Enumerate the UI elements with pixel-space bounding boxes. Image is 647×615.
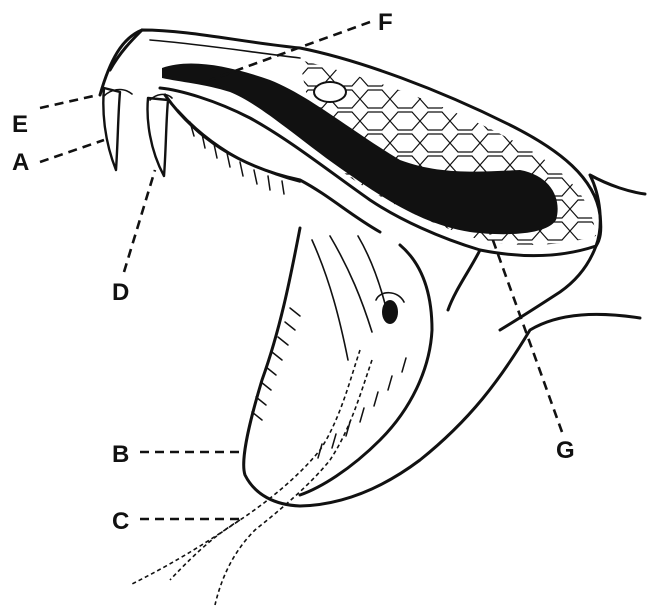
label-f: F bbox=[378, 9, 393, 36]
glottis bbox=[382, 300, 398, 324]
label-d: D bbox=[112, 279, 129, 306]
label-g: G bbox=[556, 437, 575, 464]
lower-jaw bbox=[244, 228, 640, 506]
leader-g bbox=[490, 232, 562, 432]
leader-e bbox=[40, 95, 98, 108]
label-b: B bbox=[112, 441, 129, 468]
leader-d bbox=[124, 170, 155, 272]
eye bbox=[314, 82, 346, 102]
label-c: C bbox=[112, 508, 129, 535]
upper-head bbox=[100, 30, 645, 256]
leader-a bbox=[40, 140, 104, 162]
label-e: E bbox=[12, 111, 28, 138]
fangs bbox=[103, 88, 172, 176]
label-a: A bbox=[12, 149, 29, 176]
